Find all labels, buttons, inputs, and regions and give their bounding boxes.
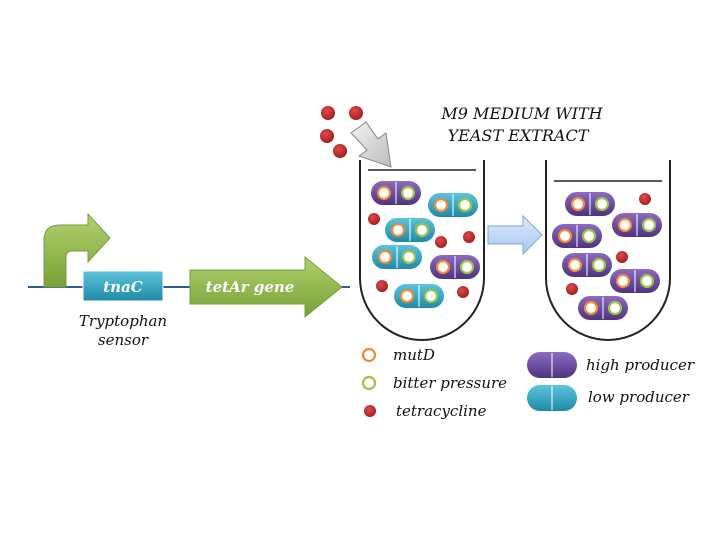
tetracycline-dot-icon (364, 405, 376, 417)
cell-high-producer (430, 255, 480, 279)
tetracycline-dot (349, 106, 363, 120)
tube-outline (359, 160, 485, 341)
tetracycline-dot (566, 283, 578, 295)
tnac-label: tnaC (103, 278, 143, 296)
tetracycline-dot (616, 251, 628, 263)
medium-label-line2: YEAST EXTRACT (448, 126, 590, 145)
cell-low-producer (428, 193, 478, 217)
cell-high-producer (578, 296, 628, 320)
cell-high-producer (562, 253, 612, 277)
cell-low-producer (385, 218, 435, 242)
tetracycline-dot (321, 106, 335, 120)
tetracycline-dot (639, 193, 651, 205)
tnac-box (82, 270, 164, 302)
tetracycline-dot (463, 231, 475, 243)
cell-high-producer (552, 224, 602, 248)
legend-mutd-label: mutD (393, 346, 435, 364)
added-tetracycline (320, 106, 392, 168)
bitter-pressure-ring-icon (361, 375, 377, 391)
cell-high-producer (371, 181, 421, 205)
low-producer-capsule-icon (527, 385, 577, 411)
legend: mutD bitter pressure tetracycline high p… (361, 346, 695, 420)
medium-label-line1: M9 MEDIUM WITH (440, 104, 603, 123)
tube-outline (545, 160, 671, 341)
cell-high-producer (610, 269, 660, 293)
tube-after (545, 160, 671, 341)
mutd-ring-icon (361, 347, 377, 363)
transfer-blue-arrow-icon (487, 214, 543, 256)
cell-high-producer (565, 192, 615, 216)
sensor-label-line1: Tryptophan (79, 312, 167, 330)
promoter-bent-arrow-icon (43, 212, 111, 288)
tetracycline-dot (457, 286, 469, 298)
legend-high-producer-label: high producer (586, 356, 695, 374)
high-producer-capsule-icon (527, 352, 577, 378)
add-gray-arrow-icon (350, 121, 392, 168)
tetar-label: tetAr gene (206, 278, 295, 296)
tetracycline-dot (376, 280, 388, 292)
cell-high-producer (612, 213, 662, 237)
tetracycline-dot (368, 213, 380, 225)
tube-before (359, 160, 485, 341)
legend-bitter-label: bitter pressure (393, 374, 507, 392)
tetracycline-dot (320, 129, 334, 143)
sensor-label-line2: sensor (98, 331, 149, 349)
tetracycline-dot (333, 144, 347, 158)
legend-low-producer-label: low producer (588, 388, 690, 406)
tetracycline-dot (435, 236, 447, 248)
cell-low-producer (372, 245, 422, 269)
cell-low-producer (394, 284, 444, 308)
tetar-gene-arrow-icon (189, 255, 343, 319)
legend-tetracycline-label: tetracycline (396, 402, 487, 420)
gene-construct: tnaC tetAr gene Tryptophan sensor (28, 212, 350, 349)
